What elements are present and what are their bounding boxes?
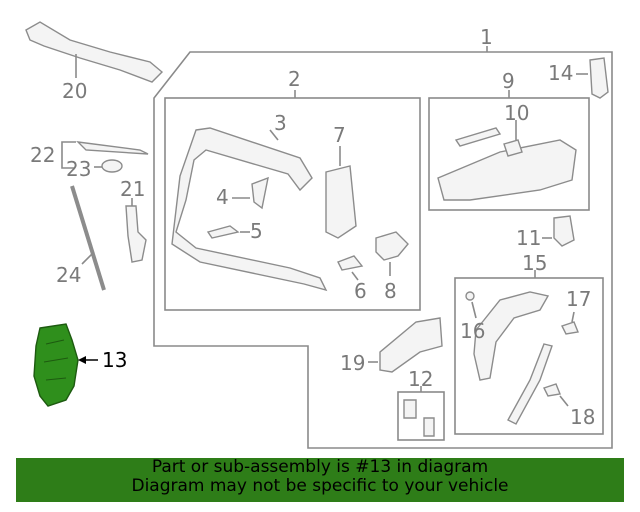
- part-22-shape: [76, 141, 149, 155]
- part-8-shape: [375, 231, 409, 261]
- callout-13: 13: [102, 348, 127, 372]
- callout-11: 11: [516, 226, 541, 250]
- callout-2: 2: [288, 67, 301, 91]
- callout-6: 6: [354, 279, 367, 303]
- part-10-shape: [454, 127, 502, 147]
- callout-8: 8: [384, 279, 397, 303]
- part-3-shape: [171, 127, 328, 292]
- callout-9: 9: [502, 69, 515, 93]
- part-16-shape: [465, 291, 475, 301]
- part-4-shape: [251, 176, 269, 210]
- part-6-shape: [337, 255, 364, 271]
- callout-15: 15: [522, 251, 547, 275]
- part-17-shape: [561, 321, 579, 335]
- part-14-shape: [589, 57, 609, 99]
- part-24-shape: [70, 185, 106, 291]
- part-19-shape: [379, 317, 443, 373]
- callout-5: 5: [250, 219, 263, 243]
- callout-3: 3: [274, 111, 287, 135]
- callout-16: 16: [460, 319, 485, 343]
- callout-23: 23: [66, 157, 91, 181]
- callout-20: 20: [62, 79, 87, 103]
- callout-7: 7: [333, 123, 346, 147]
- callout-14: 14: [548, 61, 573, 85]
- part-18-shape: [543, 383, 561, 397]
- banner-line-2: Diagram may not be specific to your vehi…: [131, 476, 509, 496]
- callout-22: 22: [30, 143, 55, 167]
- part-12-shape: [403, 399, 417, 419]
- assembly-1-outline: [153, 51, 613, 449]
- group-15-box: [454, 277, 604, 435]
- part-5-shape: [206, 225, 240, 239]
- callout-4: 4: [216, 185, 229, 209]
- part-11-shape: [553, 215, 575, 247]
- callout-1: 1: [480, 25, 493, 49]
- part-23-shape: [101, 159, 123, 173]
- callout-17: 17: [566, 287, 591, 311]
- callout-21: 21: [120, 177, 145, 201]
- part-13-shape[interactable]: [33, 323, 79, 407]
- callout-19: 19: [340, 351, 365, 375]
- part-15-shape: [473, 291, 550, 381]
- group-2-box: [164, 97, 421, 311]
- part-21-shape: [125, 205, 147, 263]
- callout-18: 18: [570, 405, 595, 429]
- info-banner: Part or sub-assembly is #13 in diagram D…: [16, 458, 624, 502]
- part-20-shape: [25, 21, 164, 83]
- banner-line-1: Part or sub-assembly is #13 in diagram: [151, 457, 489, 477]
- part-7-shape: [325, 165, 357, 239]
- callout-12: 12: [408, 367, 433, 391]
- callout-24: 24: [56, 263, 81, 287]
- callout-10: 10: [504, 101, 529, 125]
